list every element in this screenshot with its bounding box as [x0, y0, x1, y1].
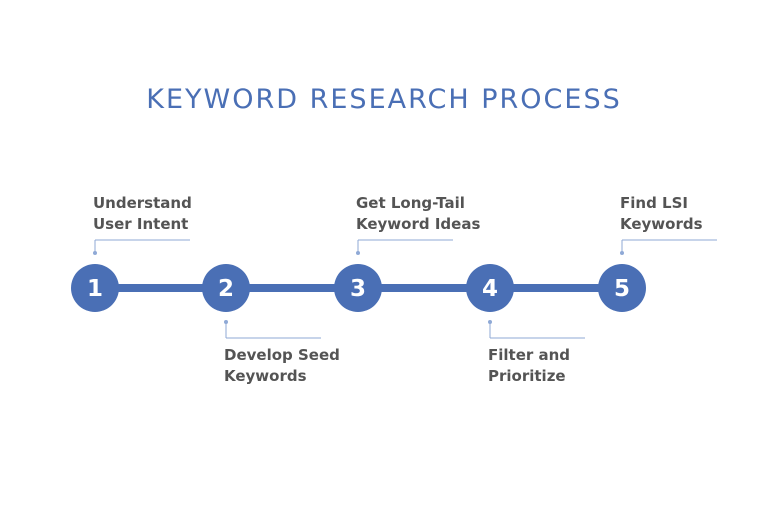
step-number: 2 — [218, 276, 234, 302]
step-5: 5 — [598, 239, 717, 312]
step-circle — [598, 264, 646, 312]
step-circle — [466, 264, 514, 312]
step-circle — [71, 264, 119, 312]
step-label-line: Filter and — [488, 346, 571, 364]
step-2: 2 — [202, 264, 321, 339]
page-title: KEYWORD RESEARCH PROCESS — [146, 84, 622, 115]
step-number: 5 — [614, 276, 630, 302]
step-4: 4 — [466, 264, 585, 339]
step-circle — [202, 264, 250, 312]
step-3: 3 — [334, 239, 453, 312]
step-label-line: Keyword Ideas — [356, 215, 481, 233]
step-number: 4 — [482, 276, 498, 302]
step-circle — [334, 264, 382, 312]
step-label-line: Find LSI — [620, 194, 688, 212]
step-number: 1 — [87, 276, 103, 302]
step-label-line: Develop Seed — [224, 346, 340, 364]
step-1: 1 — [71, 239, 190, 312]
step-label-line: Keywords — [224, 367, 307, 385]
step-label-5: Find LSI Keywords — [620, 193, 703, 235]
step-label-line: Keywords — [620, 215, 703, 233]
step-label-line: Understand — [93, 194, 192, 212]
step-label-line: User Intent — [93, 215, 189, 233]
step-number: 3 — [350, 276, 366, 302]
step-label-line: Prioritize — [488, 367, 566, 385]
step-label-line: Get Long-Tail — [356, 194, 465, 212]
